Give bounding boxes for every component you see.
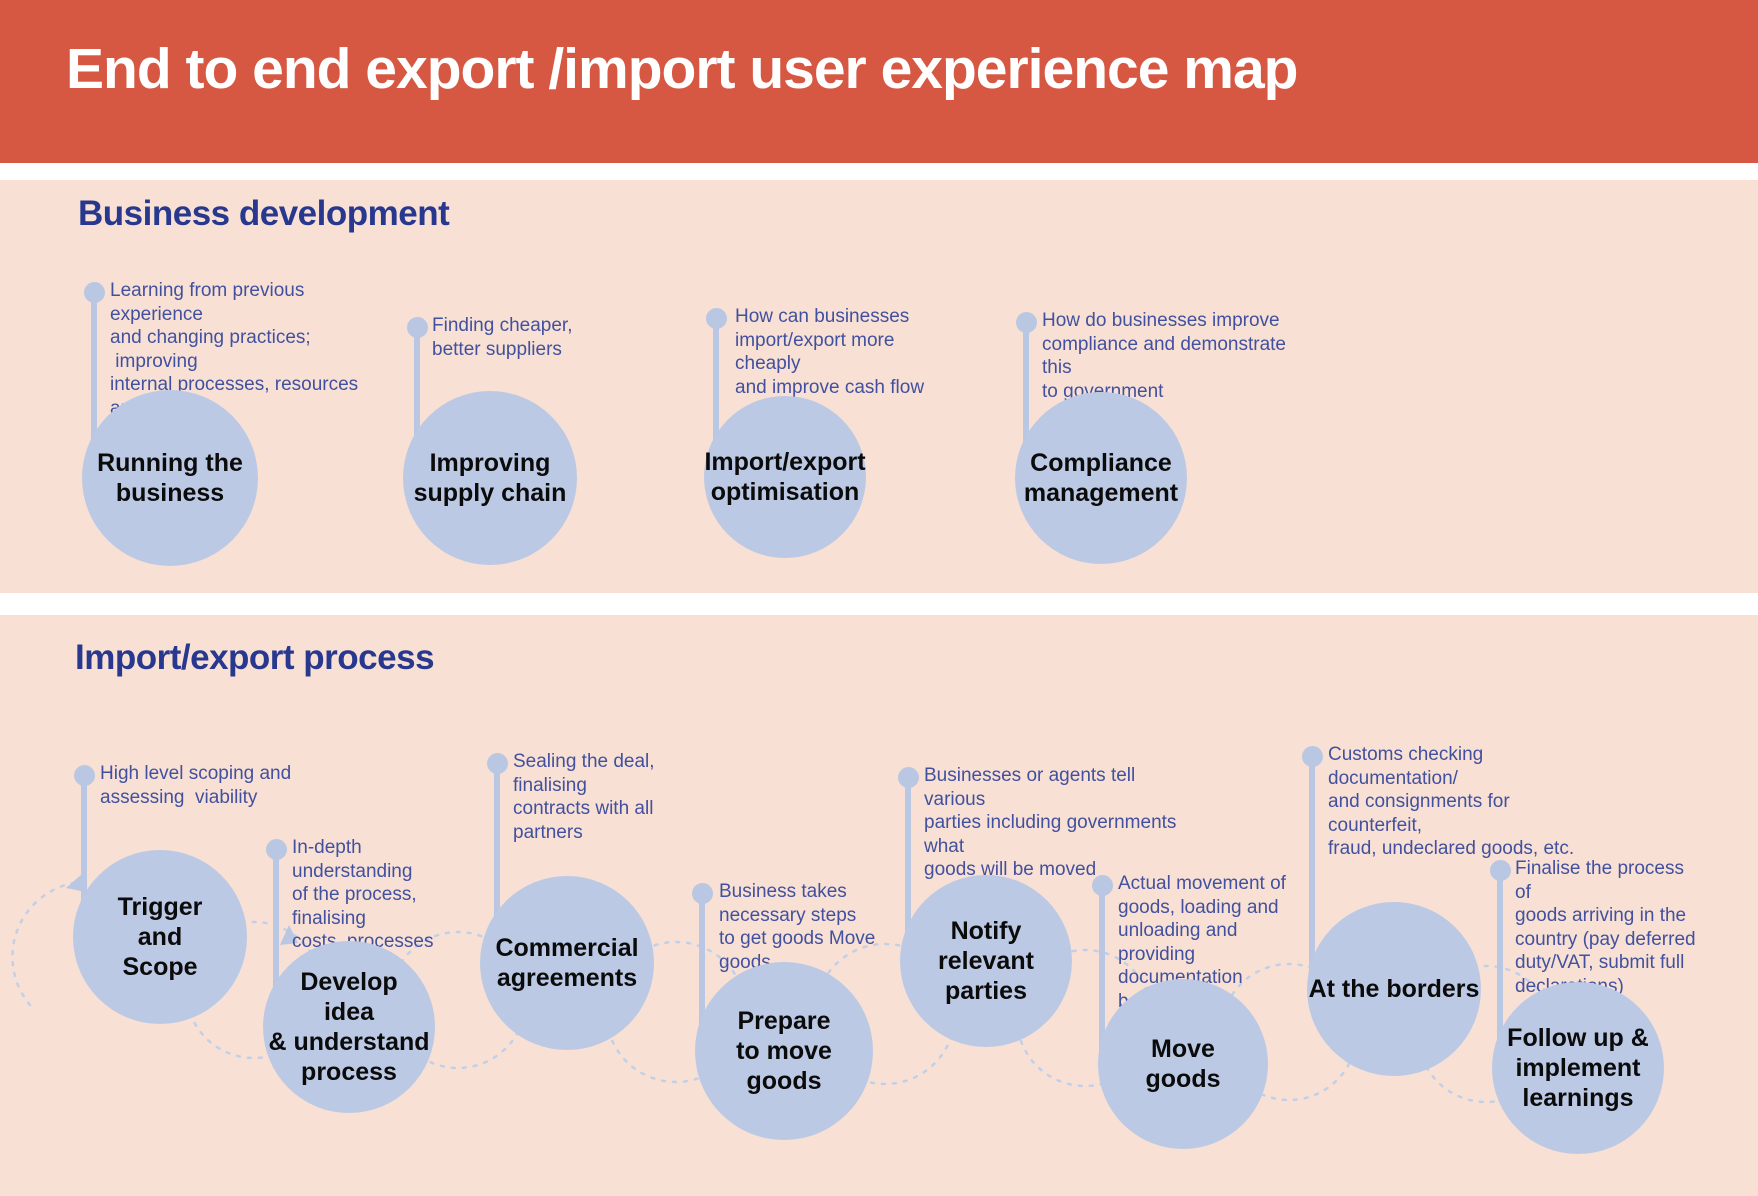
annotation-dot <box>898 767 919 788</box>
stage-circle-commercial-agreements: Commercial agreements <box>480 876 654 1050</box>
annotation-dot <box>692 883 713 904</box>
annotation-dot <box>487 753 508 774</box>
stage-circle-prepare-to-move-goods: Prepare to move goods <box>695 962 873 1140</box>
annotation-stem <box>1099 885 1105 1064</box>
stage-circle-move-goods: Move goods <box>1098 979 1268 1149</box>
stage-circle-label: Prepare to move goods <box>736 1007 832 1095</box>
stage-annotation: Finalise the process of goods arriving i… <box>1515 858 1696 997</box>
stage-circle-notify-relevant-parties: Notify relevant parties <box>900 875 1072 1047</box>
annotation-stem <box>905 777 911 961</box>
stage-annotation: Customs checking documentation/ and cons… <box>1328 744 1575 860</box>
stage-circle-label: Trigger and Scope <box>117 893 203 981</box>
stage-circle-improving-supply-chain: Improving supply chain <box>403 391 577 565</box>
stage-annotation: Businesses or agents tell various partie… <box>924 765 1177 881</box>
annotation-stem <box>1497 870 1503 1068</box>
stage-annotation: Sealing the deal, finalising contracts w… <box>513 751 655 843</box>
annotation-dot <box>1302 746 1323 767</box>
dashed-arc <box>11 881 76 1007</box>
stage-annotation: How do businesses improve compliance and… <box>1042 310 1286 402</box>
stage-annotation: How can businesses import/export more ch… <box>735 306 925 398</box>
page-title: End to end export /import user experienc… <box>66 37 1298 101</box>
annotation-dot <box>1016 312 1037 333</box>
section-import-export-process: Import/export process High level scoping… <box>0 615 1758 1196</box>
stage-circle-follow-up: Follow up & implement learnings <box>1492 982 1664 1154</box>
stage-circle-running-the-business: Running the business <box>82 390 258 566</box>
annotation-dot <box>706 308 727 329</box>
section-heading-import-export-process: Import/export process <box>75 638 435 677</box>
annotation-stem <box>81 775 87 937</box>
annotation-dot <box>74 765 95 786</box>
annotation-dot <box>1490 860 1511 881</box>
section-business-development: Business development Learning from previ… <box>0 180 1758 593</box>
stage-circle-at-the-borders: At the borders <box>1307 902 1481 1076</box>
stage-annotation: Finding cheaper, better suppliers <box>432 315 573 360</box>
annotation-stem <box>414 327 420 478</box>
stage-circle-label: Commercial agreements <box>495 934 639 992</box>
stage-circle-trigger-and-scope: Trigger and Scope <box>73 850 247 1024</box>
annotation-stem <box>1309 756 1315 989</box>
stage-circle-compliance-management: Compliance management <box>1015 392 1187 564</box>
stage-circle-label: Improving supply chain <box>413 449 567 507</box>
annotation-stem <box>1023 322 1029 478</box>
annotation-stem <box>494 763 500 963</box>
annotation-stem <box>699 893 705 1051</box>
stage-annotation: Business takes necessary steps to get go… <box>719 881 876 973</box>
annotation-dot <box>407 317 428 338</box>
header-banner: End to end export /import user experienc… <box>0 0 1758 163</box>
stage-circle-label: Move goods <box>1145 1035 1221 1093</box>
annotation-dot <box>84 282 105 303</box>
stage-circle-label: Running the business <box>97 449 243 507</box>
arrow-up-icon <box>280 925 298 945</box>
stage-circle-label: Develop idea & understand process <box>268 968 430 1086</box>
stage-circle-develop-idea: Develop idea & understand process <box>263 941 435 1113</box>
section-heading-business-development: Business development <box>78 194 450 233</box>
annotation-stem <box>91 292 97 478</box>
annotation-dot <box>1092 875 1113 896</box>
annotation-stem <box>273 849 279 1027</box>
stage-circle-import-export-optimisation: Import/export optimisation <box>704 396 866 558</box>
stage-annotation: High level scoping and assessing viabili… <box>100 763 292 808</box>
stage-annotation: In-depth understanding of the process, f… <box>292 837 434 953</box>
stage-circle-label: Follow up & implement learnings <box>1507 1024 1649 1112</box>
stage-circle-label: At the borders <box>1308 975 1480 1003</box>
stage-circle-label: Compliance management <box>1023 449 1179 507</box>
stage-circle-label: Import/export optimisation <box>704 448 866 506</box>
annotation-dot <box>266 839 287 860</box>
annotation-stem <box>713 318 719 478</box>
stage-circle-label: Notify relevant parties <box>938 917 1034 1005</box>
